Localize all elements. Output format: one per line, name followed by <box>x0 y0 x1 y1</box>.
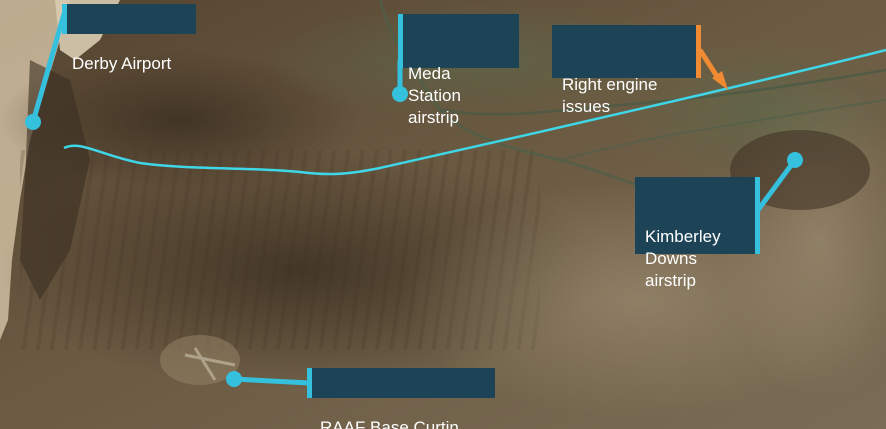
orange-arrow-head <box>712 71 728 90</box>
flight-path <box>63 48 886 176</box>
label-text: Meda Station airstrip <box>408 64 461 127</box>
label-accent-bar <box>755 177 760 254</box>
curtin-marker-icon <box>226 371 242 387</box>
label-derby-airport: Derby Airport <box>62 4 196 73</box>
kimberley-leader <box>755 158 798 212</box>
label-accent-bar <box>307 368 312 398</box>
curtin-leader <box>233 376 310 386</box>
label-accent-bar <box>398 14 403 68</box>
label-text: Kimberley Downs airstrip <box>645 227 721 290</box>
label-text: RAAF Base Curtin <box>320 418 459 429</box>
derby-leader <box>30 13 67 123</box>
label-right-engine-issues: Right engine issues <box>552 25 701 116</box>
kimberley-marker-icon <box>787 152 803 168</box>
label-raaf-base-curtin: RAAF Base Curtin <box>307 368 495 429</box>
derby-marker-icon <box>25 114 41 130</box>
orange-arrow-shaft <box>697 48 721 80</box>
label-text: Derby Airport <box>72 54 172 73</box>
label-kimberley-downs: Kimberley Downs airstrip <box>635 177 760 290</box>
label-text: Right engine issues <box>562 75 658 116</box>
label-accent-bar <box>696 25 701 78</box>
meda-marker-icon <box>392 86 408 102</box>
label-accent-bar <box>62 4 67 34</box>
label-meda-station: Meda Station airstrip <box>398 14 519 127</box>
